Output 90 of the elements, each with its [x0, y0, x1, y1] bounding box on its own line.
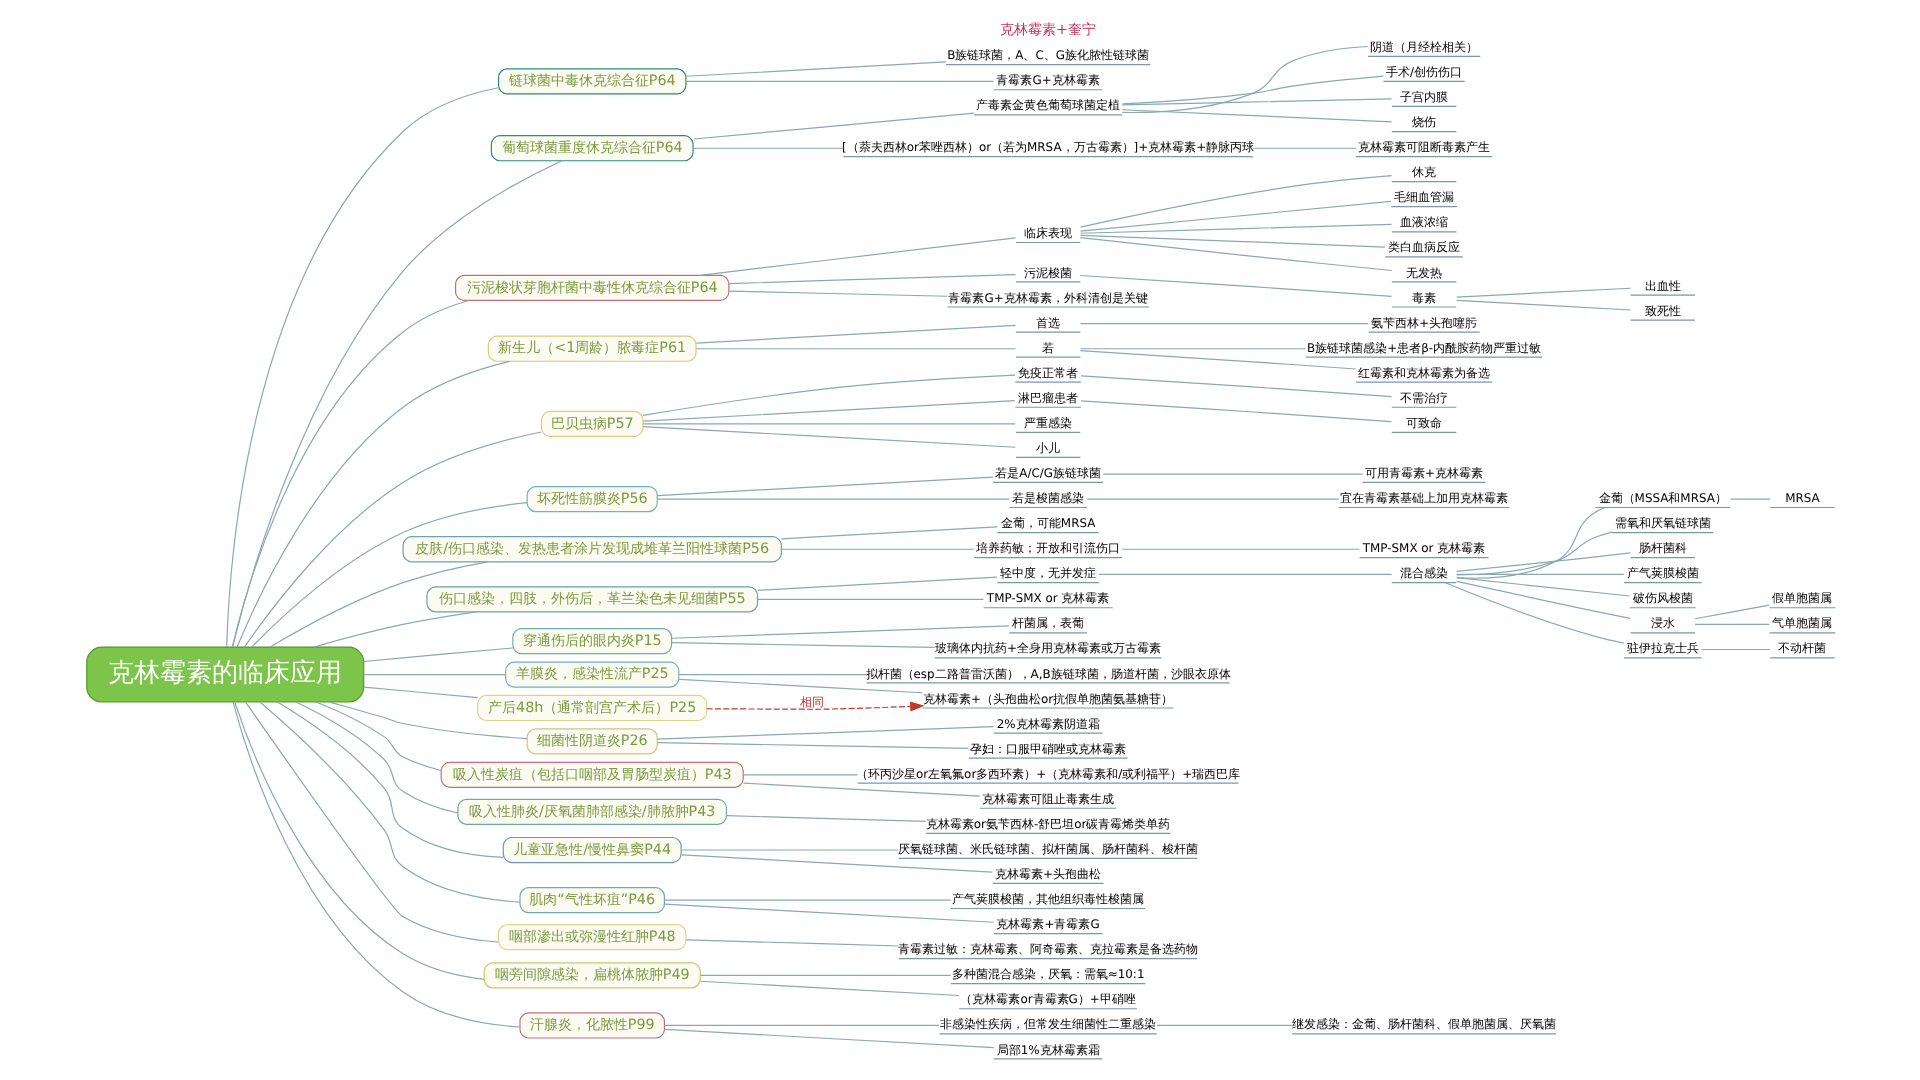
connector [244, 701, 498, 943]
connector [327, 701, 527, 740]
connector [1455, 287, 1631, 298]
connector [1454, 552, 1630, 572]
connector [225, 87, 498, 648]
connector [1120, 45, 1368, 114]
connector [1455, 531, 1612, 576]
connector [312, 611, 477, 648]
connector [1101, 473, 1363, 475]
connector [727, 273, 1016, 285]
connector [670, 625, 1009, 639]
connector [663, 1028, 994, 1049]
connector [691, 112, 974, 140]
connector [655, 726, 994, 740]
connector [1085, 498, 1339, 500]
connector [1079, 375, 1392, 398]
connector [1443, 582, 1624, 644]
connector [1078, 274, 1392, 297]
connector [258, 701, 520, 903]
connector [1078, 348, 1306, 350]
node-box: 克林霉素的临床应用 [85, 646, 364, 703]
connector [1120, 548, 1360, 550]
connector [641, 400, 1015, 422]
connector [663, 1024, 939, 1027]
connector [641, 374, 1015, 416]
connector [1078, 323, 1368, 325]
connector [670, 642, 935, 649]
connector [1120, 75, 1383, 105]
connector [362, 686, 478, 699]
connector [698, 237, 1016, 276]
connector [677, 673, 867, 676]
connector [663, 903, 994, 923]
connector [779, 548, 974, 550]
connector [1455, 573, 1624, 575]
connector [1078, 234, 1385, 248]
connector [655, 498, 1009, 500]
connector [741, 782, 980, 797]
connector [698, 974, 951, 976]
connector [694, 324, 1016, 344]
connector [677, 678, 923, 694]
connector [779, 526, 997, 540]
connector [684, 61, 946, 77]
connector [1693, 604, 1769, 620]
connector [679, 849, 899, 851]
connector [362, 647, 513, 663]
arrow [705, 701, 924, 712]
connector [231, 701, 520, 1028]
connector [694, 348, 1016, 350]
connector [250, 501, 527, 648]
connector [1097, 573, 1392, 575]
connector [756, 598, 984, 600]
connector [684, 939, 899, 947]
connector [655, 742, 968, 749]
connector [1700, 648, 1770, 651]
connector [684, 80, 994, 82]
connector [294, 701, 458, 814]
connector [641, 423, 1015, 425]
connector [655, 476, 993, 497]
connector [1693, 623, 1769, 626]
connector [641, 426, 1015, 448]
connector [230, 299, 469, 648]
connector [242, 431, 541, 648]
connector [1120, 98, 1392, 106]
connector [1155, 1024, 1292, 1027]
connector [756, 576, 997, 591]
connector [1455, 577, 1630, 597]
connector [235, 360, 510, 648]
connector [1078, 223, 1392, 234]
connector [1079, 175, 1392, 228]
connector [725, 815, 926, 823]
connector [1251, 147, 1356, 149]
connector [1078, 237, 1392, 272]
connector [1120, 109, 1392, 123]
connector [275, 701, 503, 859]
connector [1079, 400, 1392, 423]
connector [314, 701, 441, 772]
connector [698, 980, 959, 997]
connector [1078, 350, 1356, 370]
connector [231, 160, 562, 648]
connector [1455, 299, 1631, 311]
connector [691, 147, 843, 149]
connector [727, 290, 947, 297]
connector [1729, 498, 1770, 500]
connector [679, 854, 992, 873]
connector [1078, 200, 1391, 232]
connector [741, 774, 858, 776]
connector [1454, 580, 1630, 619]
connector [233, 701, 484, 980]
connector [362, 673, 506, 676]
connector [663, 899, 951, 901]
